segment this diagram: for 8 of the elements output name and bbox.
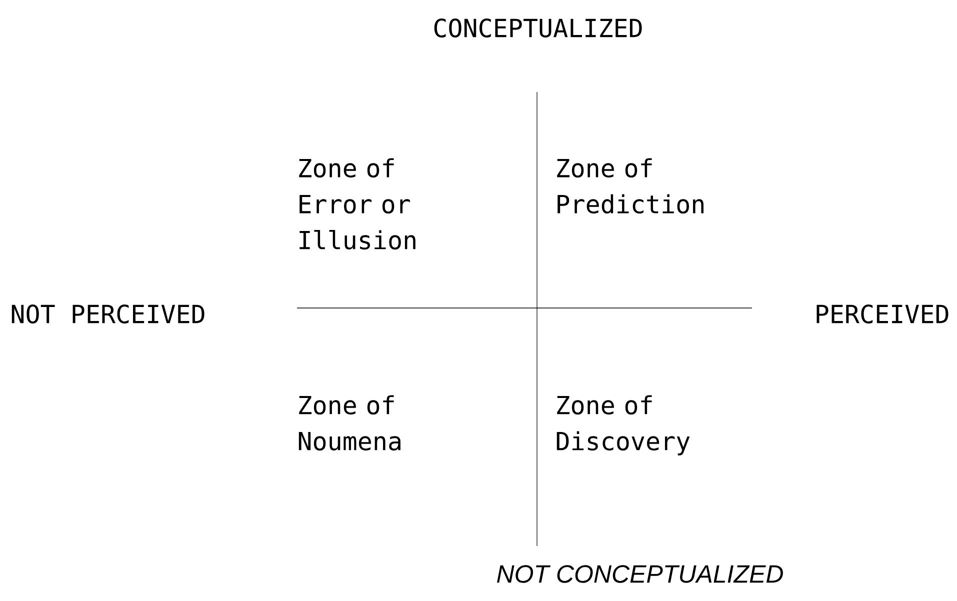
quadrant-label: Zone of Prediction (557, 158, 704, 214)
quadrant-label: Zone of Noumena (298, 395, 400, 451)
axis-label: NOT CONCEPTUALIZED (497, 565, 783, 583)
axis-label: PERCEIVED (816, 304, 948, 324)
quadrant-label: Zone of Discovery (556, 395, 690, 456)
axis-label: NOT PERCEIVED (12, 304, 204, 324)
quadrant-label: Zone of Error or Illusion (299, 158, 416, 250)
axis-label: CONCEPTUALIZED (434, 18, 642, 38)
